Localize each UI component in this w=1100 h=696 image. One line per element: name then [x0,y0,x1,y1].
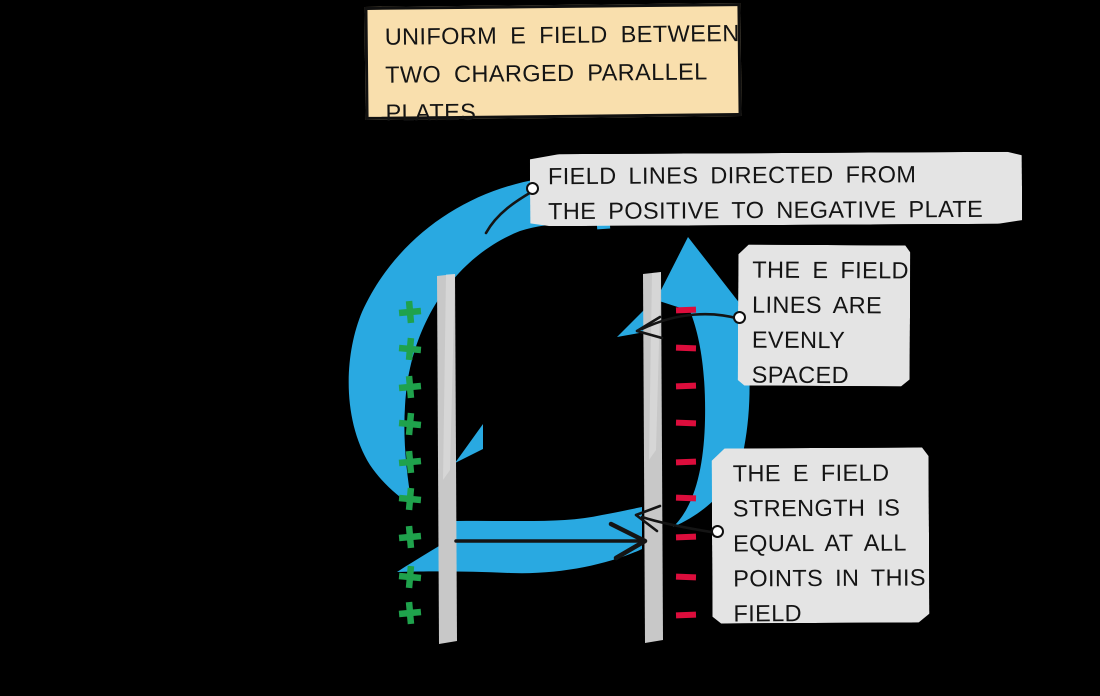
connector-dot-icon [711,525,724,538]
connector-dot-icon [526,182,539,195]
connector-dot-icon [733,311,746,324]
callout-line: FIELD LINES DIRECTED FROM [547,161,917,190]
callout-line: LINES ARE [751,291,883,319]
negative-charge-symbol [675,611,697,619]
cycle-arrow [348,176,750,574]
charges-layer [398,300,697,625]
cycle-arrow-fragment [455,424,483,463]
callout-line: THE POSITIVE TO NEGATIVE PLATE [548,195,984,225]
negative-charge-symbol [675,458,697,466]
title-line: UNIFORM E FIELD BETWEEN [384,20,740,50]
field-line-arrow [454,521,648,561]
positive-charge-symbol [398,525,422,549]
negative-charge-symbol [675,494,697,502]
callout-line: STRENGTH IS [732,494,901,522]
positive-charge-symbol [398,337,422,361]
callout-evenly-spaced: THE E FIELD LINES ARE EVENLY SPACED [738,245,911,387]
callout-line: THE E FIELD [732,459,890,487]
positive-charge-symbol [398,565,422,589]
negative-charge-symbol [675,306,697,314]
positive-charge-symbol [398,450,422,474]
positive-charge-symbol [398,412,422,436]
negative-charge-symbol [675,419,697,427]
leader-arrowhead [635,315,664,340]
callout-field-lines-direction: FIELD LINES DIRECTED FROM THE POSITIVE T… [530,152,1022,227]
negative-charge-symbol [675,382,697,390]
positive-charge-symbol [398,300,422,324]
callout-line: POINTS IN THIS [733,564,927,592]
callout-line: THE E FIELD [752,256,910,284]
left-plate [437,274,457,644]
cycle-arrow-topleft-arc [348,176,570,506]
negative-charge-symbol [675,533,697,541]
leader-arrowhead [634,504,662,533]
negative-charge-symbol [675,573,697,581]
positive-charge-symbol [398,375,422,399]
title-line: PLATES [385,98,477,126]
title-line: TWO CHARGED PARALLEL [384,58,708,88]
leader-line-evenly-spaced [640,312,742,331]
left-plate-highlight [443,274,455,480]
callout-line: EVENLY [751,326,846,354]
title-box: UNIFORM E FIELD BETWEEN TWO CHARGED PARA… [364,3,742,126]
right-plate [643,272,663,643]
negative-charge-symbol [675,344,697,352]
field-arrow-head [608,521,648,561]
leader-line-equal-strength [640,515,719,535]
positive-charge-symbol [398,601,422,625]
callout-line: EQUAL AT ALL [732,529,907,557]
callout-equal-strength: THE E FIELD STRENGTH IS EQUAL AT ALL POI… [712,447,930,623]
positive-charge-symbol [398,487,422,511]
